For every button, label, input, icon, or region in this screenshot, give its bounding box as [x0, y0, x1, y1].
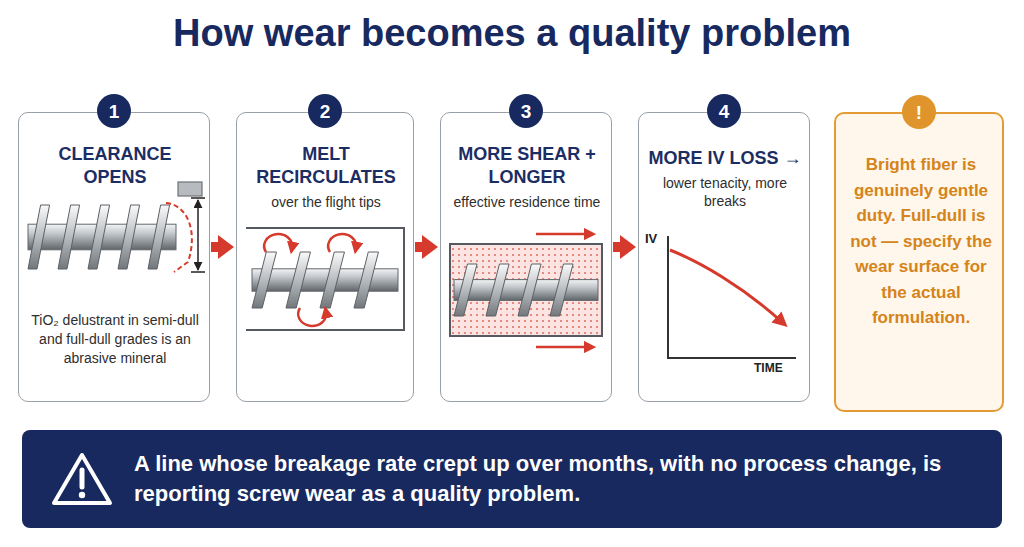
step-number-badge: !	[902, 95, 936, 129]
step-panel: 2MELT RECIRCULATESover the flight tips	[236, 112, 414, 402]
step-description: lower tenacity, more breaks	[647, 174, 803, 210]
flow-arrow	[613, 242, 620, 252]
axis-label: TIME	[754, 362, 783, 374]
screw-flight	[286, 252, 310, 308]
screw-flight	[550, 264, 573, 316]
screw-flight	[148, 205, 170, 269]
screw-flight	[28, 205, 50, 269]
screw-flight	[88, 205, 110, 269]
recirculation-arrow	[264, 234, 292, 252]
step-heading: MELT RECIRCULATES	[245, 143, 407, 188]
screw-flight	[58, 205, 80, 269]
step-number-badge: 1	[97, 94, 131, 128]
recirculation-arrow	[328, 234, 356, 252]
screw-flight	[252, 252, 276, 308]
dimension-tick	[191, 271, 205, 273]
step-heading: MORE SHEAR + LONGER	[449, 143, 605, 188]
step-heading: CLEARANCE OPENS	[27, 143, 203, 188]
step-heading: MORE IV LOSS →	[647, 147, 803, 170]
barrel-melt	[450, 244, 602, 336]
step-number-badge: 2	[308, 94, 342, 128]
title: How wear becomes a quality problem	[0, 12, 1024, 55]
screw-flight	[354, 252, 378, 308]
axis-label: IV	[645, 232, 657, 245]
flow-arrow	[415, 242, 422, 252]
barrel-wall	[178, 182, 202, 196]
warning-mark	[80, 470, 85, 487]
warning-triangle	[54, 455, 110, 503]
worn-screw	[28, 205, 176, 269]
flow-arrow	[211, 242, 218, 252]
screw-flight	[518, 264, 541, 316]
summary-text: A line whose breakage rate crept up over…	[134, 449, 982, 508]
screw	[454, 264, 598, 316]
screw-flight	[454, 264, 477, 316]
step-description: over the flight tips	[245, 193, 407, 211]
step-number: 2	[320, 102, 331, 121]
flow-arrow	[536, 233, 590, 236]
step-number-badge: 4	[707, 94, 741, 128]
clearance-dimension	[197, 200, 199, 270]
screw-flight	[486, 264, 509, 316]
iv-curve	[670, 250, 782, 322]
step-number: 4	[719, 102, 730, 121]
step-panel: 4MORE IV LOSS →lower tenacity, more brea…	[638, 112, 810, 402]
step-number: 3	[521, 102, 532, 121]
summary-band: A line whose breakage rate crept up over…	[22, 430, 1002, 528]
warning-dot	[79, 492, 85, 498]
screw-flight	[320, 252, 344, 308]
barrel-outline	[246, 228, 404, 330]
flow-arrow	[536, 346, 590, 349]
warning-icon	[50, 450, 114, 508]
chart-axes	[668, 236, 796, 358]
note-text: Bright fiber is genuinely gentle duty. F…	[844, 152, 998, 331]
step-panel: 3MORE SHEAR + LONGEReffective residence …	[440, 112, 612, 402]
step-panel: 1CLEARANCE OPENSTiO₂ delustrant in semi-…	[18, 112, 210, 402]
screw-flight	[118, 205, 140, 269]
step-description: effective residence time	[449, 193, 605, 211]
step-number: 1	[109, 102, 120, 121]
screw	[252, 252, 398, 308]
step-description: TiO₂ delustrant in semi-dull and full-du…	[27, 311, 203, 368]
step-number-badge: 3	[509, 94, 543, 128]
note-box: !Bright fiber is genuinely gentle duty. …	[834, 112, 1004, 412]
step-number: !	[916, 103, 922, 122]
dimension-tick	[191, 197, 205, 199]
wear-outline	[166, 203, 192, 272]
recirculation-arrow	[298, 308, 326, 326]
